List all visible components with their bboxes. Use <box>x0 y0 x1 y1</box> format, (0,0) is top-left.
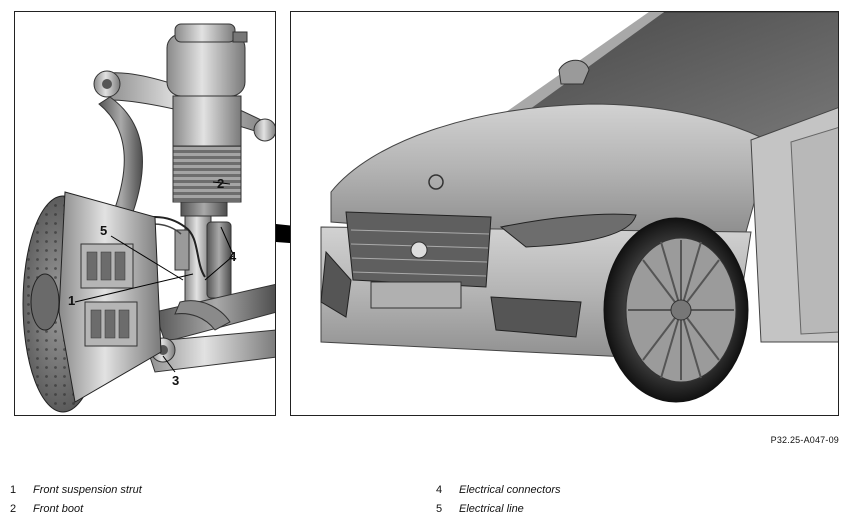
legend-text: Front boot <box>33 503 84 515</box>
suspension-strut-illustration <box>22 23 275 413</box>
legend-text: Front suspension strut <box>33 484 142 496</box>
legend-number: 4 <box>436 484 443 496</box>
vehicle-front-illustration <box>320 12 838 403</box>
callout-1: 1 <box>68 293 76 308</box>
suspension-detail-panel: 2 5 4 1 3 <box>14 11 276 416</box>
legend-text: Electrical line <box>459 503 524 515</box>
vehicle-overview-panel <box>290 11 839 416</box>
figure-reference: P32.25-A047-09 <box>770 435 839 445</box>
legend-number: 2 <box>10 503 17 515</box>
callout-4: 4 <box>229 249 237 264</box>
legend-text: Electrical connectors <box>459 484 561 496</box>
callout-5: 5 <box>100 223 108 238</box>
callout-3: 3 <box>172 373 180 388</box>
legend-number: 5 <box>436 503 443 515</box>
legend-number: 1 <box>10 484 17 496</box>
callout-2: 2 <box>217 176 225 191</box>
